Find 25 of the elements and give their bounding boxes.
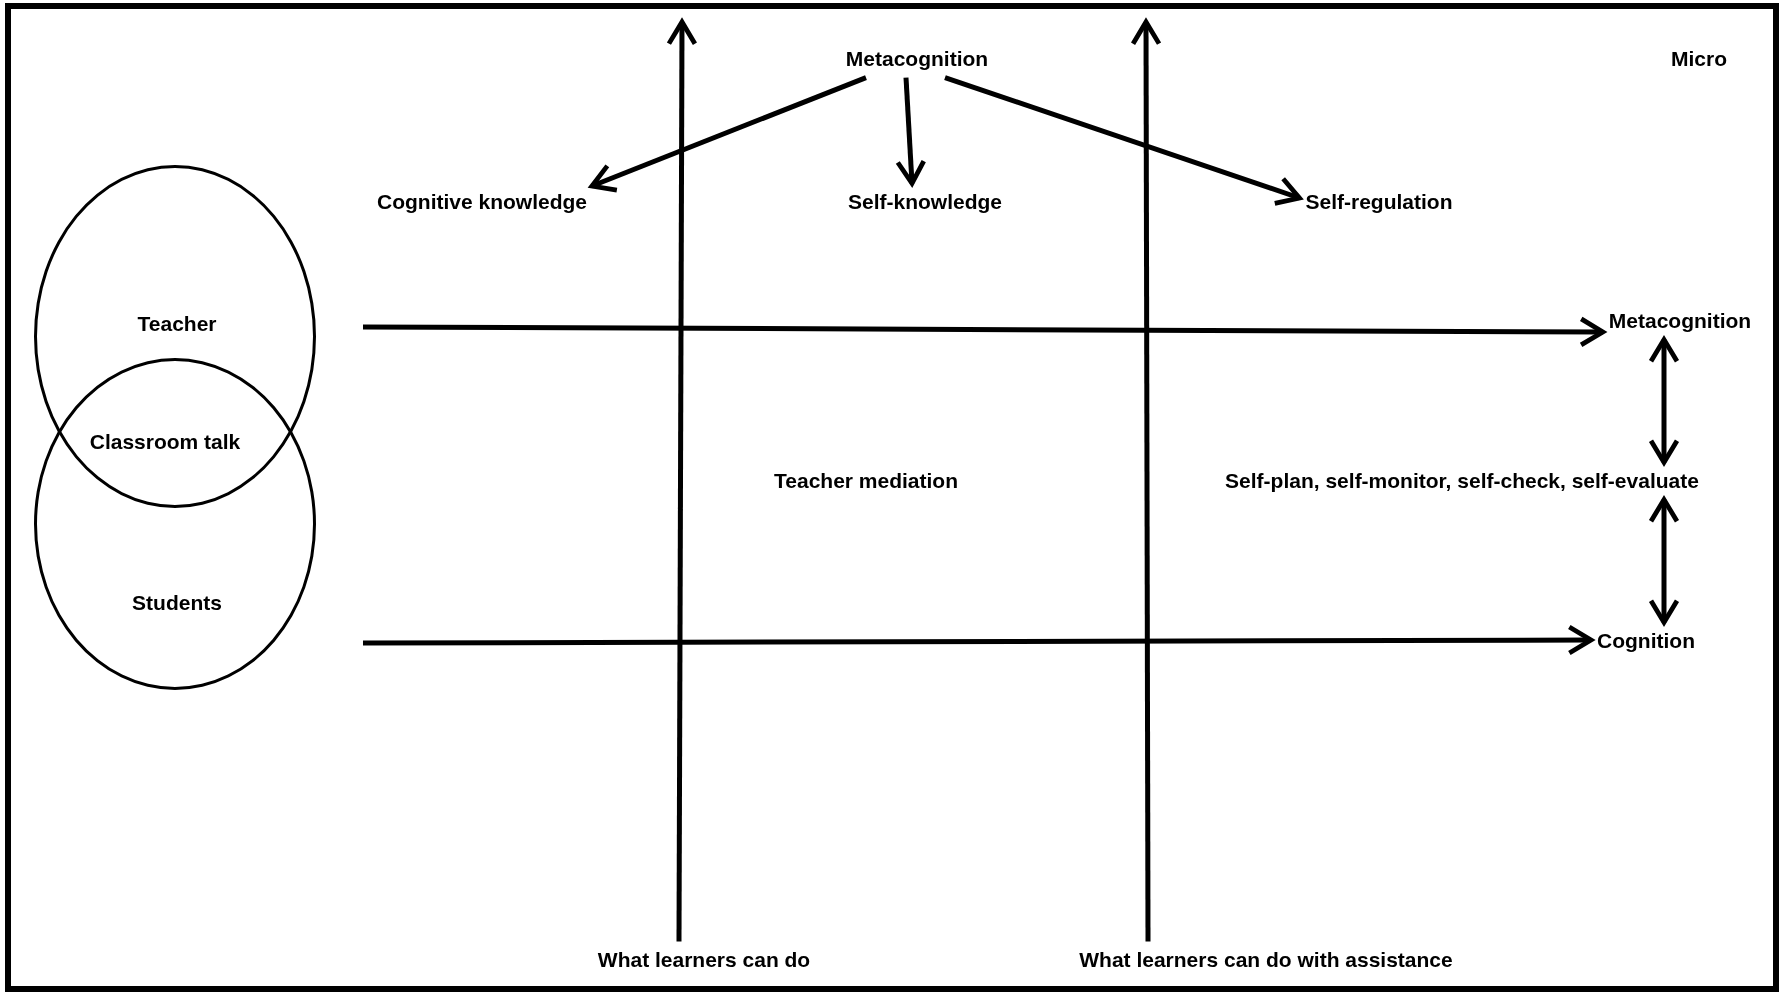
arrow xyxy=(895,77,927,186)
concept-label: What learners can do with assistance xyxy=(1079,947,1453,973)
level-label: Micro xyxy=(1671,46,1727,72)
concept-label: Cognitive knowledge xyxy=(377,189,587,215)
concept-label: What learners can do xyxy=(597,947,811,973)
concept-label: Self-knowledge xyxy=(848,189,1002,215)
venn-circle xyxy=(34,358,316,690)
double-arrow xyxy=(1648,337,1680,465)
venn-circle xyxy=(34,165,316,508)
arrow xyxy=(363,316,1606,348)
overlap-label: Classroom talk xyxy=(89,429,241,455)
concept-label: Cognition xyxy=(1597,628,1695,654)
arrow xyxy=(666,19,698,942)
arrow xyxy=(944,75,1302,206)
concept-label: Metacognition xyxy=(1608,308,1752,334)
zone-label: Teacher mediation xyxy=(774,468,958,494)
arrow xyxy=(589,75,867,193)
arrow xyxy=(1130,19,1162,942)
concept-label: Self-plan, self-monitor, self-check, self-evaluate xyxy=(1225,468,1699,494)
circle-label: Students xyxy=(132,591,222,615)
arrow xyxy=(363,624,1594,656)
double-arrow xyxy=(1648,497,1680,625)
circle-label: Teacher xyxy=(137,312,217,336)
concept-label: Self-regulation xyxy=(1305,189,1453,215)
concept-label: Metacognition xyxy=(845,46,989,72)
